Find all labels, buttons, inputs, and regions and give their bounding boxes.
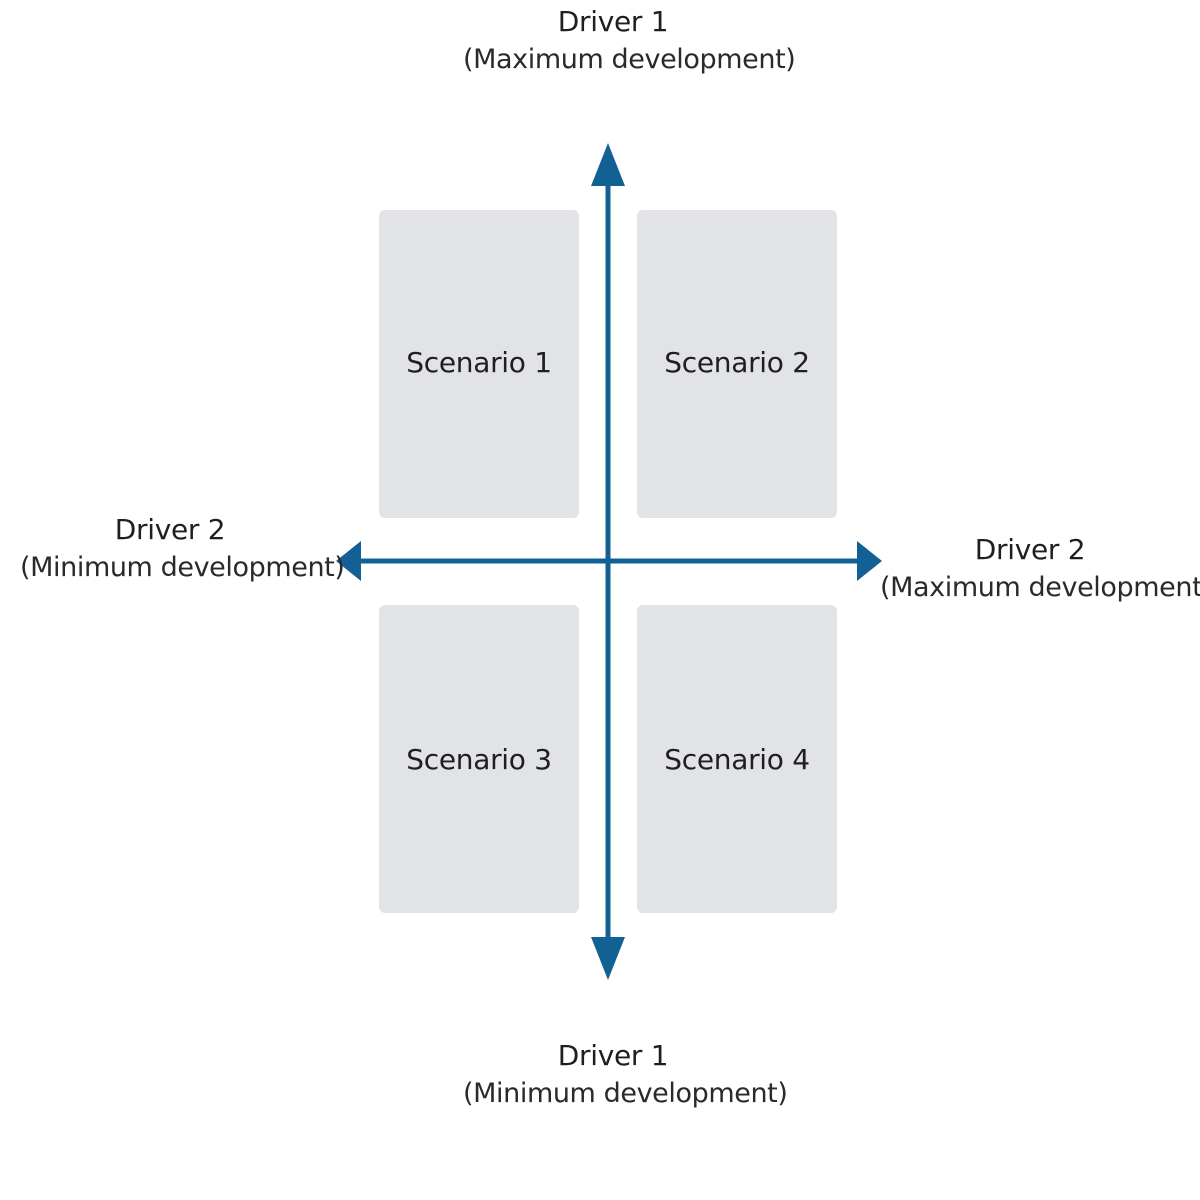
axis-label-left-extent: (Minimum development) [20, 552, 345, 584]
axis-label-left-driver: Driver 2 [114, 513, 226, 546]
scenario-3-label: Scenario 3 [406, 742, 552, 776]
scenario-4-box: Scenario 4 [637, 605, 837, 913]
scenario-3-box: Scenario 3 [379, 605, 579, 913]
axis-label-top-driver: Driver 1 [557, 5, 669, 38]
axis-label-right: Driver 2 (Maximum development) [880, 530, 1200, 607]
axis-label-top: Driver 1 (Maximum development) [463, 2, 796, 79]
axis-label-left: Driver 2 (Minimum development) [20, 510, 345, 587]
scenario-4-label: Scenario 4 [664, 742, 810, 776]
scenario-1-box: Scenario 1 [379, 210, 579, 518]
axis-label-bottom-driver: Driver 1 [557, 1039, 669, 1072]
scenario-1-label: Scenario 1 [406, 345, 552, 379]
axis-label-bottom: Driver 1 (Minimum development) [463, 1036, 788, 1113]
axis-label-bottom-extent: (Minimum development) [463, 1078, 788, 1110]
arrow-down-icon [591, 937, 625, 980]
arrow-right-icon [857, 541, 882, 581]
axis-label-right-driver: Driver 2 [974, 533, 1086, 566]
arrow-up-icon [591, 143, 625, 186]
axis-label-right-extent: (Maximum development) [880, 572, 1200, 604]
scenario-2-label: Scenario 2 [664, 345, 810, 379]
scenario-2-box: Scenario 2 [637, 210, 837, 518]
arrow-left-icon [336, 541, 361, 581]
axis-label-top-extent: (Maximum development) [463, 44, 796, 76]
